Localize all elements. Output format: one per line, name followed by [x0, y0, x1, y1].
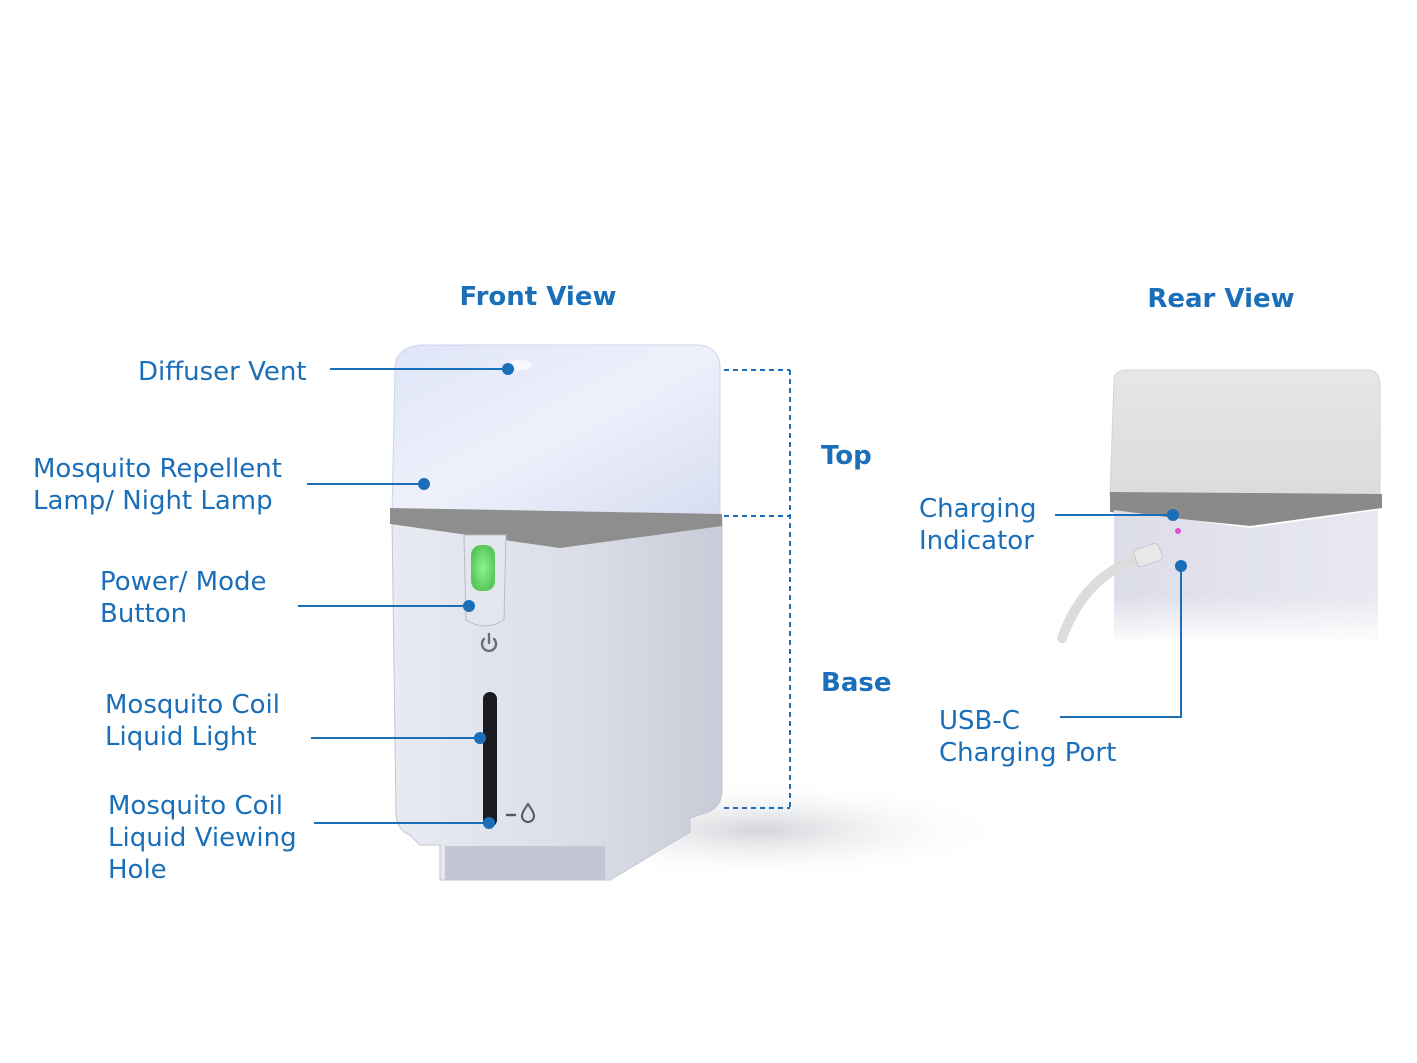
section-bracket	[724, 369, 791, 809]
charging-led	[1175, 528, 1181, 534]
callout-lamp: Mosquito Repellent Lamp/ Night Lamp	[33, 454, 430, 516]
power-led	[471, 545, 495, 591]
svg-text:Diffuser Vent: Diffuser Vent	[138, 357, 307, 387]
callout-viewing-line-2: Liquid Viewing	[108, 823, 297, 853]
callout-liquid-light-line-2: Liquid Light	[105, 722, 257, 752]
svg-text:Indicator: Indicator	[919, 526, 1034, 556]
front-device	[390, 344, 1010, 881]
section-top-label: Top	[821, 441, 872, 471]
svg-text:Button: Button	[100, 599, 187, 629]
base-shell	[391, 517, 723, 881]
front-view-heading: Front View	[459, 282, 616, 312]
callout-usb-port: USB-C Charging Port	[939, 560, 1187, 768]
top-cap	[391, 344, 721, 516]
callout-charging-line-2: Indicator	[919, 526, 1034, 556]
callout-usb-line-2: Charging Port	[939, 738, 1116, 768]
svg-text:Liquid Viewing: Liquid Viewing	[108, 823, 297, 853]
callout-lamp-line-2: Lamp/ Night Lamp	[33, 486, 273, 516]
grey-band	[390, 508, 722, 548]
svg-text:Liquid Light: Liquid Light	[105, 722, 257, 752]
callout-power-button: Power/ Mode Button	[100, 567, 475, 629]
callout-viewing-hole: Mosquito Coil Liquid Viewing Hole	[108, 791, 495, 885]
section-base-label: Base	[821, 668, 891, 698]
svg-text:Hole: Hole	[108, 855, 167, 885]
callout-diffuser-vent-line-1: Diffuser Vent	[138, 357, 307, 387]
callout-charging-line-1: Charging	[919, 494, 1037, 524]
power-icon	[480, 632, 498, 653]
rear-view-heading: Rear View	[1147, 284, 1294, 314]
svg-text:Charging: Charging	[919, 494, 1037, 524]
svg-text:Mosquito Repellent: Mosquito Repellent	[33, 454, 282, 484]
svg-text:Lamp/ Night Lamp: Lamp/ Night Lamp	[33, 486, 273, 516]
svg-text:USB-C: USB-C	[939, 706, 1020, 736]
callout-viewing-line-1: Mosquito Coil	[108, 791, 283, 821]
base-notch	[445, 846, 605, 880]
callout-liquid-light-line-1: Mosquito Coil	[105, 690, 280, 720]
liquid-window	[483, 692, 497, 827]
svg-text:Mosquito Coil: Mosquito Coil	[108, 791, 283, 821]
callout-diffuser-vent: Diffuser Vent	[138, 357, 514, 387]
usb-cable	[1057, 553, 1145, 643]
svg-text:Mosquito Coil: Mosquito Coil	[105, 690, 280, 720]
callout-charging-indicator: Charging Indicator	[919, 494, 1179, 556]
callout-power-line-1: Power/ Mode	[100, 567, 266, 597]
callout-power-line-2: Button	[100, 599, 187, 629]
diffuser-vent	[508, 360, 532, 370]
callout-lamp-line-1: Mosquito Repellent	[33, 454, 282, 484]
callout-liquid-light: Mosquito Coil Liquid Light	[105, 690, 486, 752]
water-drop-icon	[520, 802, 536, 823]
svg-text:Charging Port: Charging Port	[939, 738, 1116, 768]
rear-device	[1057, 369, 1390, 645]
callout-usb-line-1: USB-C	[939, 706, 1020, 736]
rear-top-cap	[1109, 369, 1381, 496]
svg-text:Power/ Mode: Power/ Mode	[100, 567, 266, 597]
callout-viewing-line-3: Hole	[108, 855, 167, 885]
usb-plug	[1133, 542, 1163, 568]
